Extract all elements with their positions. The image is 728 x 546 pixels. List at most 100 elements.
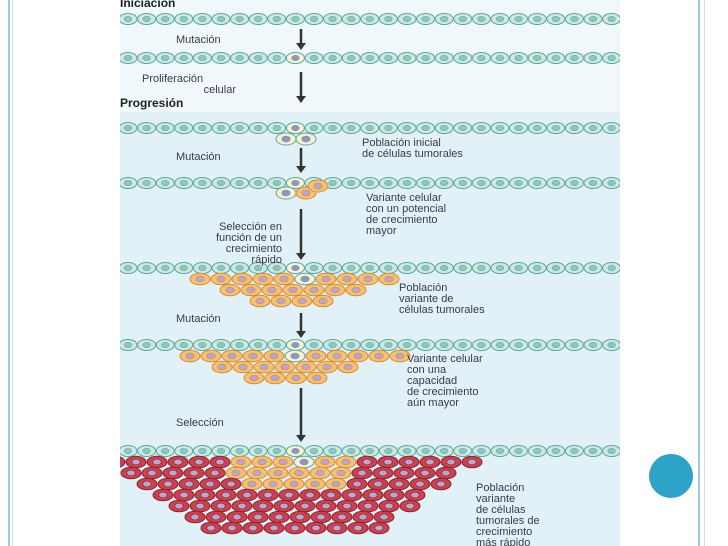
variant-cell: [270, 294, 292, 308]
aggressive-cell: [378, 499, 400, 513]
epithelial-cell: [378, 122, 398, 134]
epithelial-cell: [416, 177, 436, 189]
aggressive-cell: [430, 477, 452, 491]
epithelial-cell: [211, 445, 231, 457]
variant-cell: [305, 349, 327, 363]
epithelial-cell: [416, 262, 436, 274]
epithelial-cell: [453, 262, 473, 274]
epithelial-cell: [323, 339, 343, 351]
epithelial-cell: [453, 52, 473, 64]
epithelial-cell: [248, 177, 268, 189]
epithelial-cell: [434, 262, 454, 274]
epithelial-cell: [174, 52, 194, 64]
aggressive-cell: [404, 488, 426, 502]
aggressive-cell: [178, 477, 200, 491]
epithelial-cell: [490, 122, 510, 134]
aggressive-cell: [209, 455, 231, 469]
variant-cell: [230, 455, 252, 469]
epithelial-cell: [434, 122, 454, 134]
epithelial-cell: [137, 445, 157, 457]
aggressive-cell: [168, 499, 190, 513]
variant-cell: [273, 272, 295, 286]
variant-cell: [272, 455, 294, 469]
epithelial-cell: [583, 177, 603, 189]
epithelial-cell: [192, 122, 212, 134]
variant-cell: [246, 466, 268, 480]
epithelial-cell: [509, 339, 529, 351]
epithelial-cell: [137, 122, 157, 134]
variant-cell: [189, 272, 211, 286]
step-selection-final: Selección: [176, 417, 224, 429]
epithelial-cell: [120, 262, 138, 274]
variant-cell: [252, 272, 274, 286]
epithelial-cell: [248, 339, 268, 351]
variant-cell: [303, 283, 325, 297]
variant-cell: [283, 477, 305, 491]
aggressive-cell: [320, 488, 342, 502]
variant-cell: [307, 179, 329, 193]
variant-cell: [262, 477, 284, 491]
epithelial-cell: [323, 13, 343, 25]
variant-cell: [312, 294, 334, 308]
epithelial-cell: [174, 262, 194, 274]
aggressive-cell: [200, 521, 222, 535]
arrow-down-icon: [296, 29, 306, 50]
epithelial-cell: [230, 262, 250, 274]
aggressive-cell: [305, 521, 327, 535]
slide-border-right: [698, 0, 700, 546]
aggressive-cell: [435, 466, 457, 480]
arrow-down-icon: [296, 148, 306, 173]
epithelial-cell: [120, 122, 138, 134]
epithelial-cell: [341, 339, 361, 351]
epithelial-cell: [341, 52, 361, 64]
epithelial-cell: [471, 445, 491, 457]
aggressive-cell: [221, 521, 243, 535]
epithelial-cell: [564, 262, 584, 274]
aggressive-cell: [247, 510, 269, 524]
epithelial-cell: [248, 52, 268, 64]
variant-cell: [306, 371, 328, 385]
aggressive-cell: [356, 455, 378, 469]
aggressive-cell: [352, 510, 374, 524]
epithelial-cell: [527, 177, 547, 189]
epithelial-cell: [453, 339, 473, 351]
epithelial-cell: [137, 339, 157, 351]
variant-cell: [357, 272, 379, 286]
tumor-cell: [295, 132, 317, 146]
epithelial-cell: [416, 13, 436, 25]
aggressive-cell: [351, 466, 373, 480]
epithelial-cell: [323, 52, 343, 64]
variant-cell: [347, 349, 369, 363]
aggressive-cell: [440, 455, 462, 469]
epithelial-cell: [211, 262, 231, 274]
tumor-cell: [275, 186, 297, 200]
epithelial-cell: [230, 339, 250, 351]
epithelial-cell: [304, 262, 324, 274]
variant-cell: [225, 466, 247, 480]
aggressive-cell: [388, 477, 410, 491]
epithelial-cell: [341, 13, 361, 25]
epithelial-cell: [341, 262, 361, 274]
aggressive-cell: [398, 455, 420, 469]
epithelial-cell: [192, 177, 212, 189]
aggressive-cell: [141, 466, 163, 480]
epithelial-cell: [192, 262, 212, 274]
variant-cell: [304, 477, 326, 491]
epithelial-cell: [583, 262, 603, 274]
epithelial-cell: [546, 13, 566, 25]
epithelial-cell: [397, 339, 417, 351]
epithelial-cell: [304, 52, 324, 64]
aggressive-cell: [188, 455, 210, 469]
aggressive-cell: [215, 488, 237, 502]
variant-cell: [325, 477, 347, 491]
aggressive-cell: [162, 466, 184, 480]
epithelial-cell: [527, 13, 547, 25]
slide-border-left-inner: [12, 0, 13, 546]
tumor-cell: [275, 132, 297, 146]
epithelial-cell: [564, 122, 584, 134]
epithelial-cell: [323, 122, 343, 134]
epithelial-cell: [248, 122, 268, 134]
desc-stage4-line2: con una: [407, 364, 447, 376]
aggressive-cell: [372, 466, 394, 480]
variant-cell: [210, 272, 232, 286]
